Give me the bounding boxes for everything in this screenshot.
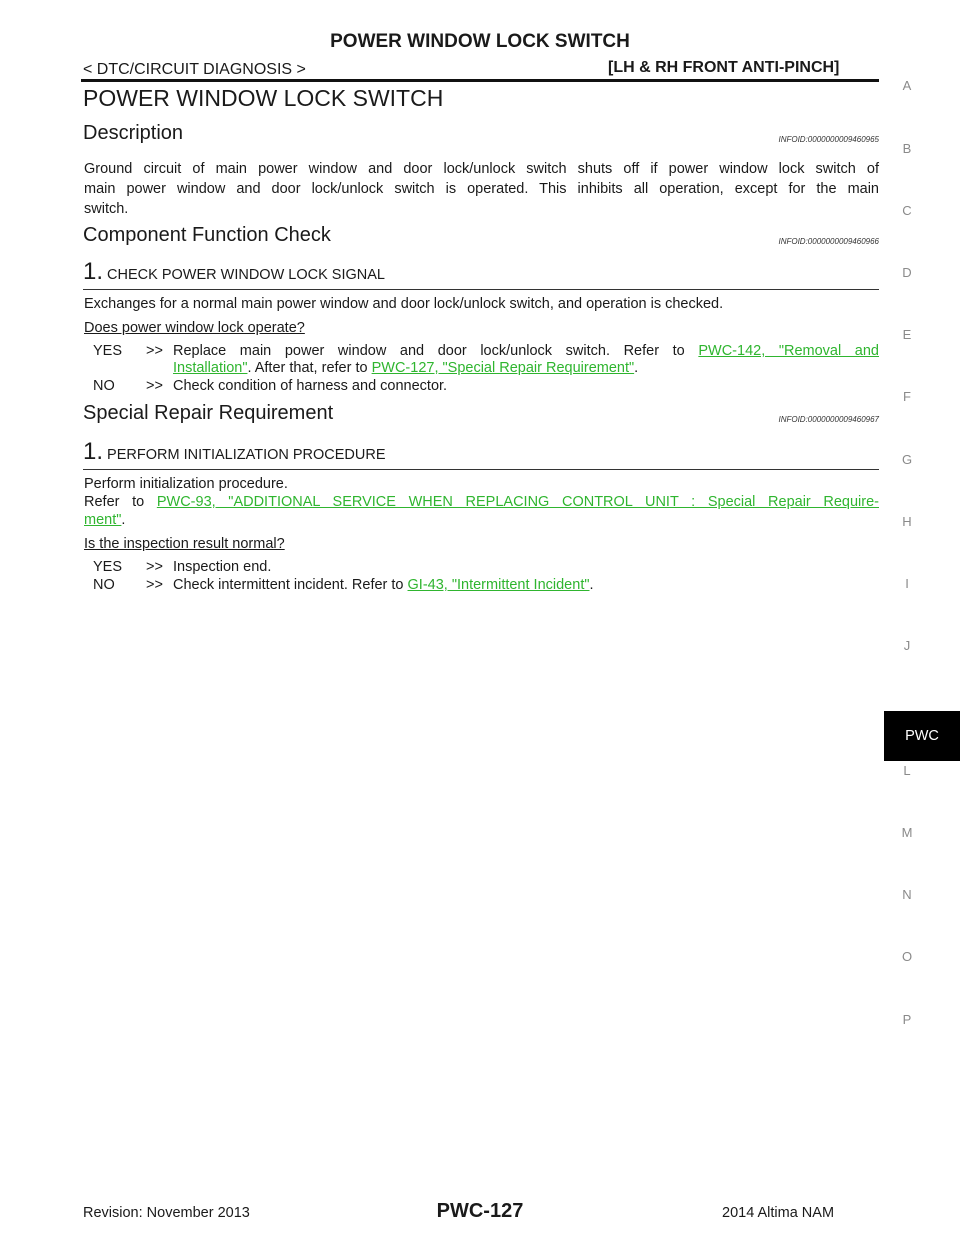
header-section-label: < DTC/CIRCUIT DIAGNOSIS >	[83, 61, 306, 78]
main-title: POWER WINDOW LOCK SWITCH	[83, 85, 444, 111]
special-repair-line-1: Perform initialization procedure.	[84, 476, 288, 492]
cc-no-arrow: >>	[146, 378, 163, 394]
side-index-h[interactable]: H	[902, 514, 912, 529]
special-repair-line-2: Refer to PWC-93, "ADDITIONAL SERVICE WHE…	[84, 492, 879, 513]
step-number: 1.	[83, 438, 104, 465]
cc-yes-line-2: Installation". After that, refer to PWC-…	[173, 358, 638, 378]
sr-yes-text: Inspection end.	[173, 559, 272, 575]
link-pwc-142[interactable]: PWC-142, "Removal and	[698, 343, 879, 359]
footer-page-number: PWC-127	[436, 1200, 524, 1222]
sr-no-arrow: >>	[146, 577, 163, 593]
cc-no-label: NO	[93, 378, 115, 394]
step-number: 1.	[83, 258, 104, 285]
cc-yes-label: YES	[93, 343, 123, 359]
side-index-n[interactable]: N	[902, 887, 912, 902]
header-variant-label: [LH & RH FRONT ANTI-PINCH]	[608, 59, 840, 76]
component-check-body: Exchanges for a normal main power window…	[84, 296, 724, 312]
sr-no-end: .	[589, 577, 594, 593]
link-gi-43[interactable]: GI-43, "Intermittent Incident"	[407, 577, 590, 593]
special-repair-infoid: INFOID:0000000009460967	[778, 415, 879, 424]
side-index-p[interactable]: P	[902, 1012, 912, 1027]
special-repair-line-3: ment".	[84, 510, 125, 531]
description-heading: Description	[83, 122, 184, 144]
step-title: CHECK POWER WINDOW LOCK SIGNAL	[107, 267, 385, 283]
cc-yes-text-2: . After that, refer to	[247, 360, 368, 376]
side-index-o[interactable]: O	[901, 949, 913, 964]
footer-revision: Revision: November 2013	[83, 1205, 250, 1221]
sr-no-label: NO	[93, 577, 115, 593]
side-index-c[interactable]: C	[902, 203, 912, 218]
special-repair-refer: Refer to	[84, 494, 145, 510]
cc-no-text: Check condition of harness and connector…	[173, 378, 448, 394]
link-pwc-142-cont[interactable]: Installation"	[173, 360, 248, 376]
sr-no-text: Check intermittent incident. Refer to	[173, 577, 404, 593]
sr-no-line: Check intermittent incident. Refer to GI…	[173, 575, 594, 595]
step-title: PERFORM INITIALIZATION PROCEDURE	[107, 447, 386, 463]
side-index-g[interactable]: G	[901, 452, 913, 467]
side-index-e[interactable]: E	[902, 327, 912, 342]
description-line-1: Ground circuit of main power window and …	[84, 161, 879, 177]
side-index-m[interactable]: M	[901, 825, 913, 840]
side-index-a[interactable]: A	[902, 78, 912, 93]
link-pwc-93-cont[interactable]: ment"	[84, 512, 122, 528]
description-line-3: switch.	[84, 201, 129, 217]
link-pwc-127[interactable]: PWC-127, "Special Repair Requirement"	[371, 360, 635, 376]
step-rule	[83, 289, 879, 290]
sr-yes-arrow: >>	[146, 559, 163, 575]
cc-yes-arrow: >>	[146, 343, 163, 359]
special-repair-step: 1. PERFORM INITIALIZATION PROCEDURE	[83, 438, 386, 466]
sr-yes-label: YES	[93, 559, 123, 575]
side-index-j[interactable]: J	[903, 638, 911, 653]
side-index-f[interactable]: F	[903, 389, 911, 404]
special-repair-link-end: .	[121, 512, 126, 528]
component-check-infoid: INFOID:0000000009460966	[778, 237, 879, 246]
cc-yes-line-1: Replace main power window and door lock/…	[173, 341, 879, 361]
link-pwc-93[interactable]: PWC-93, "ADDITIONAL SERVICE WHEN REPLACI…	[156, 494, 879, 510]
component-check-question: Does power window lock operate?	[84, 320, 305, 336]
footer-model: 2014 Altima NAM	[722, 1205, 835, 1221]
side-tab-pwc[interactable]: PWC	[884, 711, 960, 761]
side-index-d[interactable]: D	[902, 265, 912, 280]
special-repair-heading: Special Repair Requirement	[83, 402, 334, 424]
cc-yes-text-1: Replace main power window and door lock/…	[173, 343, 685, 359]
side-index-i[interactable]: I	[905, 576, 909, 591]
cc-yes-end: .	[634, 360, 639, 376]
step-rule	[83, 469, 879, 470]
side-index-l[interactable]: L	[903, 763, 911, 778]
component-check-heading: Component Function Check	[83, 224, 331, 246]
header-rule	[81, 79, 879, 82]
description-infoid: INFOID:0000000009460965	[778, 135, 879, 144]
description-line-2: main power window and door lock/unlock s…	[84, 181, 879, 197]
component-check-step: 1. CHECK POWER WINDOW LOCK SIGNAL	[83, 258, 385, 286]
special-repair-question: Is the inspection result normal?	[84, 536, 285, 552]
side-index-b[interactable]: B	[902, 141, 912, 156]
page-header-title: POWER WINDOW LOCK SWITCH	[330, 31, 630, 52]
